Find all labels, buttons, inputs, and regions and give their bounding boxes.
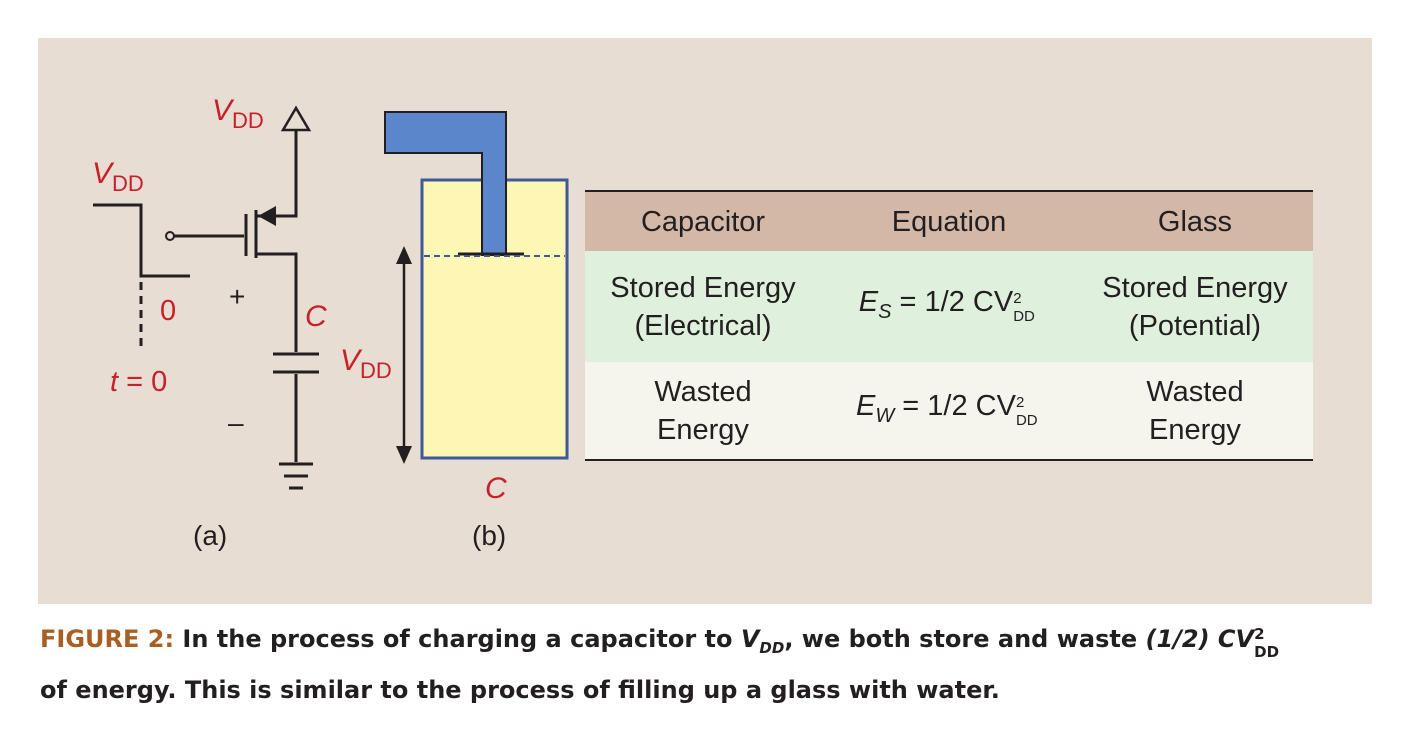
panel-b-label: (b) [472,520,506,551]
figure-caption: FIGURE 2: In the process of charging a c… [40,618,1380,711]
header-glass: Glass [1157,205,1233,238]
table-header-row: Capacitor Equation Glass [585,191,1313,251]
level-arrow-down-icon [396,446,412,464]
input-vdd-label: VDD [92,157,144,196]
caption-text-2: , we both store and waste [784,625,1146,653]
caption-text-3: of energy. This is similar to the proces… [40,675,1000,704]
caption-formula: (1/2) CV [1145,625,1255,653]
glass-diagram: VDD C (b) [340,111,569,551]
gate-terminal [165,231,175,241]
energy-comparison-table: Capacitor Equation Glass Stored Energy(E… [585,190,1313,461]
circuit-schematic [93,105,319,490]
cell-glass: Stored Energy(Potential) [1102,271,1288,342]
figure-panel [38,38,1372,604]
capacitor-c-label: C [305,300,327,333]
panel-a-label: (a) [193,520,227,551]
caption-label: FIGURE 2: [40,625,175,653]
transistor-top-lead [256,130,298,218]
input-low-label: 0 [160,295,176,327]
header-equation: Equation [891,205,1007,238]
cell-capacitor: Stored Energy(Electrical) [610,271,796,342]
glass-c-label: C [485,472,507,505]
glass-vdd-label: VDD [340,344,392,383]
minus-label: – [228,407,244,438]
circuit-labels: VDD VDD 0 t = 0 + – C (a) [92,94,327,551]
level-arrow-up-icon [396,246,412,264]
transistor-bottom-lead [256,252,298,352]
time-label: t = 0 [110,366,167,398]
caption-vdd-sub: DD [759,638,785,657]
input-step-waveform [93,203,190,278]
caption-text-1: In the process of charging a capacitor t… [174,625,741,653]
transistor-arrow-icon [258,206,276,226]
caption-vdd: V [740,625,760,653]
header-capacitor: Capacitor [640,205,766,238]
plus-label: + [229,281,245,312]
supply-vdd-label: VDD [212,94,264,133]
vdd-supply-triangle [280,105,312,132]
